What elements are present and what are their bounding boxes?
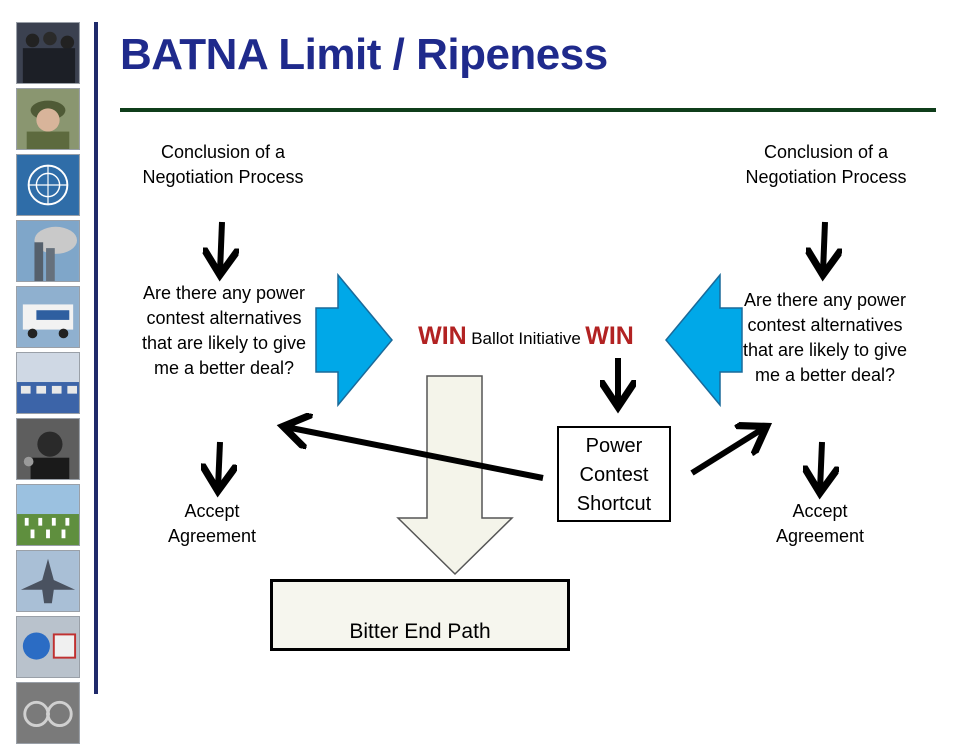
soldier-photo	[16, 88, 80, 150]
shortcut-to-right-arrow	[690, 428, 764, 476]
sidebar-divider	[94, 22, 98, 694]
win-left-label: WIN	[418, 322, 467, 350]
left-down-arrow-1	[220, 221, 222, 272]
right-down-arrow-1	[823, 221, 825, 272]
bitter-end-path-box: Bitter End Path	[270, 579, 570, 651]
right-conclusion-text: Conclusion of a Negotiation Process	[745, 142, 907, 187]
left-conclusion-text: Conclusion of a Negotiation Process	[142, 142, 304, 187]
cemetery-photo	[16, 484, 80, 546]
riot-police-photo	[16, 22, 80, 84]
power-contest-shortcut-label: Power Contest Shortcut	[576, 435, 652, 515]
left-question-text: Are there any power contest alternatives…	[141, 283, 307, 378]
unhcr-truck-photo	[16, 286, 80, 348]
left-blue-arrow	[315, 272, 393, 408]
un-emblem-photo	[16, 154, 80, 216]
towers-smoke-photo	[16, 220, 80, 282]
speaker-portrait-photo	[16, 418, 80, 480]
fighter-jet-photo	[16, 550, 80, 612]
protest-signs-photo	[16, 616, 80, 678]
right-down-arrow-2	[820, 441, 822, 490]
photo-strip	[16, 22, 82, 748]
slide-title: BATNA Limit / Ripeness	[120, 30, 608, 79]
left-accept-text: Accept Agreement	[167, 501, 257, 546]
bitter-end-path-label: Bitter End Path	[349, 620, 491, 643]
right-accept-text: Accept Agreement	[775, 501, 865, 546]
ballot-initiative-line: WIN Ballot Initiative WIN	[396, 322, 656, 351]
bitter-end-down-arrow	[396, 375, 514, 576]
diagram-arrows	[0, 221, 960, 576]
un-assembly-photo	[16, 352, 80, 414]
win-right-label: WIN	[585, 322, 634, 350]
shortcut-to-left-arrow	[286, 427, 544, 481]
right-blue-arrow	[665, 272, 743, 408]
power-contest-shortcut-box: Power Contest Shortcut	[557, 426, 671, 522]
left-down-arrow-2	[218, 441, 220, 488]
title-underline	[120, 108, 936, 112]
right-question-text: Are there any power contest alternatives…	[742, 290, 908, 385]
ballot-initiative-label: Ballot Initiative	[471, 329, 581, 348]
